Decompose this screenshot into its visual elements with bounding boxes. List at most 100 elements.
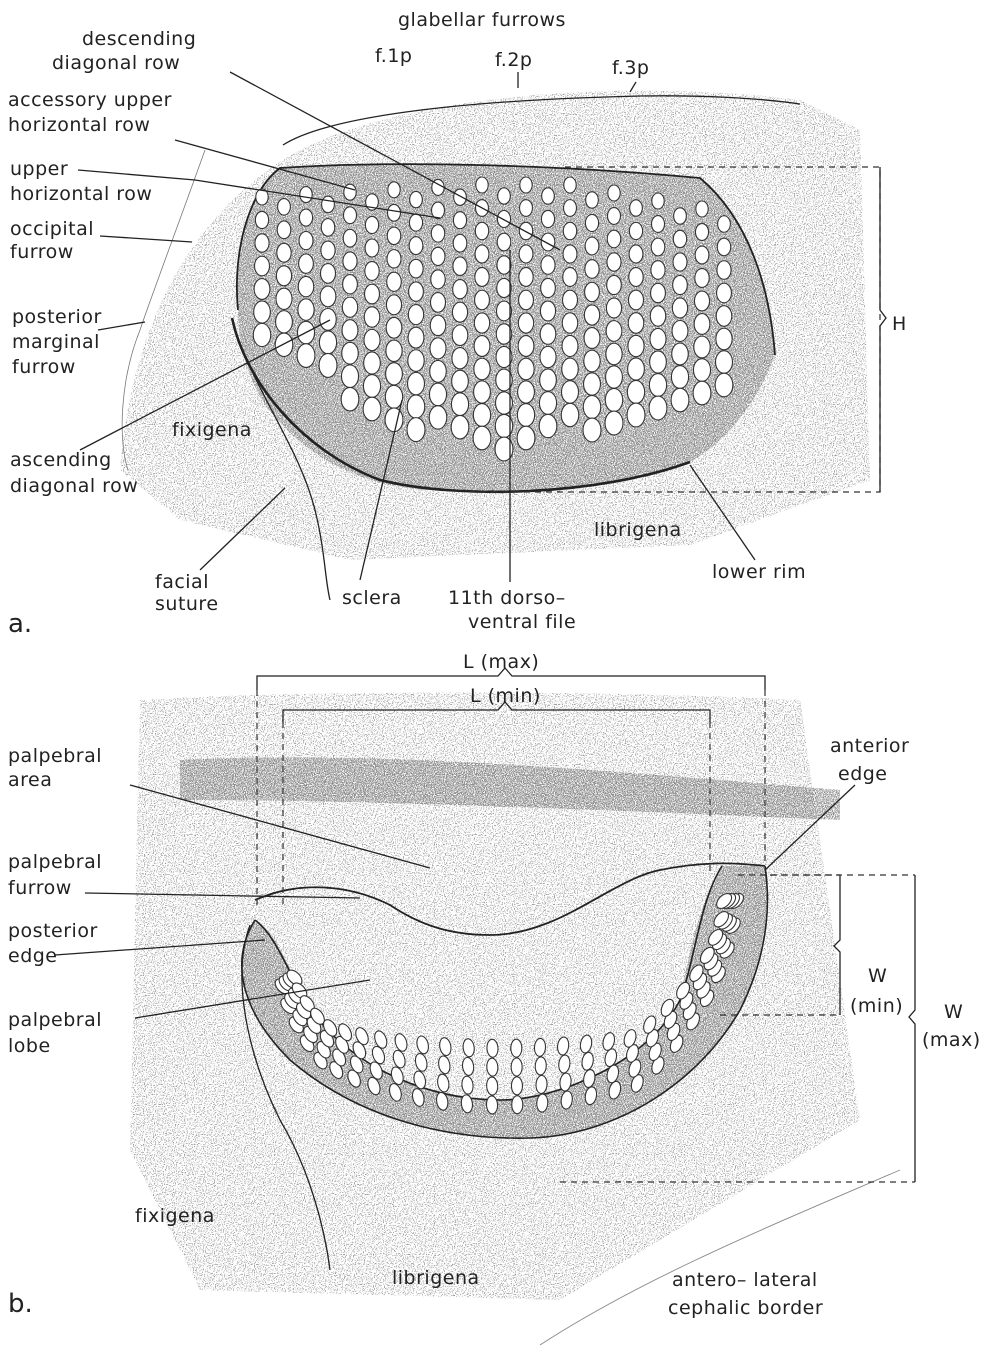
lens <box>497 256 511 274</box>
lens <box>407 418 425 442</box>
label-descending-2: diagonal row <box>52 52 180 74</box>
leader-occipital-furrow <box>100 236 192 242</box>
lens <box>693 359 710 382</box>
lens <box>475 290 490 309</box>
label-f2p: f.2p <box>495 49 533 71</box>
label-accessory-2: horizontal row <box>8 114 150 136</box>
lens <box>365 262 379 281</box>
lens <box>386 340 402 361</box>
lens <box>299 231 313 249</box>
lens <box>696 201 708 217</box>
lens <box>474 336 490 357</box>
lens <box>562 358 578 380</box>
lens <box>606 321 622 342</box>
lens <box>605 388 622 411</box>
lens <box>520 177 532 193</box>
lens <box>716 351 733 374</box>
lens <box>278 199 291 216</box>
lens <box>342 320 358 341</box>
lens <box>563 222 576 239</box>
label-ascending-2: diagonal row <box>10 475 138 497</box>
lens <box>672 343 689 365</box>
lens <box>275 333 293 356</box>
lens <box>651 216 664 233</box>
lens <box>627 380 644 403</box>
lens <box>649 396 667 420</box>
lens <box>518 381 535 403</box>
lens <box>650 351 667 373</box>
lens <box>541 210 554 227</box>
lens <box>541 233 555 251</box>
lens <box>319 353 337 377</box>
lens <box>585 282 600 301</box>
lens <box>542 188 555 204</box>
lens <box>630 200 643 216</box>
lens <box>300 187 312 203</box>
lens <box>718 216 731 232</box>
lens <box>497 278 512 297</box>
label-posterior-3: furrow <box>12 356 76 378</box>
lens <box>276 266 291 286</box>
lens <box>321 241 335 260</box>
lens <box>673 275 688 294</box>
lens <box>695 269 709 288</box>
lens <box>511 1039 522 1057</box>
lens <box>473 426 491 450</box>
lens <box>694 336 710 358</box>
lens <box>476 177 488 193</box>
lens <box>365 284 380 304</box>
lens <box>693 381 711 405</box>
lens <box>344 207 357 224</box>
lens <box>717 261 731 280</box>
lens <box>408 327 424 348</box>
lens <box>629 268 643 287</box>
lens <box>497 210 510 227</box>
label-posterior-2: marginal <box>12 331 100 353</box>
lens <box>541 278 556 297</box>
label-librigena-a: librigena <box>594 519 682 541</box>
lens <box>650 328 666 349</box>
lens <box>649 374 666 397</box>
lens <box>344 184 356 200</box>
lens <box>385 385 402 408</box>
lens <box>694 314 710 335</box>
lens <box>409 282 424 301</box>
lens <box>716 328 732 350</box>
label-antero-lateral-1: antero– lateral <box>672 1269 818 1291</box>
lens <box>321 264 336 284</box>
lens <box>364 307 379 327</box>
lens <box>276 288 292 309</box>
lens <box>343 252 357 271</box>
label-occipital-1: occipital <box>10 218 94 240</box>
lens <box>511 1058 522 1076</box>
lens <box>451 415 469 439</box>
lens <box>430 338 446 359</box>
height-h-brace <box>880 167 886 492</box>
lens <box>253 323 270 346</box>
lens <box>561 403 579 426</box>
label-L-max: L (max) <box>463 651 539 673</box>
lens <box>607 275 622 294</box>
lens <box>695 224 708 241</box>
lens <box>539 414 557 437</box>
lens <box>628 335 644 356</box>
lens <box>672 298 687 318</box>
lens <box>409 259 423 278</box>
label-palpebral-area-1: palpebral <box>8 745 102 767</box>
lens <box>650 306 665 326</box>
lens <box>343 229 357 247</box>
panel-b: L (max) L (min) palpebral area palpebral… <box>8 651 981 1345</box>
label-upper-1: upper <box>10 158 68 180</box>
lens <box>606 343 622 365</box>
lens <box>583 395 600 418</box>
lens <box>607 230 621 248</box>
leader-posterior-marginal-furrow <box>98 322 145 330</box>
lens <box>563 245 577 263</box>
label-fixigena-a: fixigena <box>172 419 252 441</box>
lens <box>474 381 491 403</box>
lens <box>715 373 733 397</box>
lens <box>518 358 534 380</box>
label-posterior-1: posterior <box>12 306 102 328</box>
lens <box>517 404 534 427</box>
lens <box>628 358 645 380</box>
